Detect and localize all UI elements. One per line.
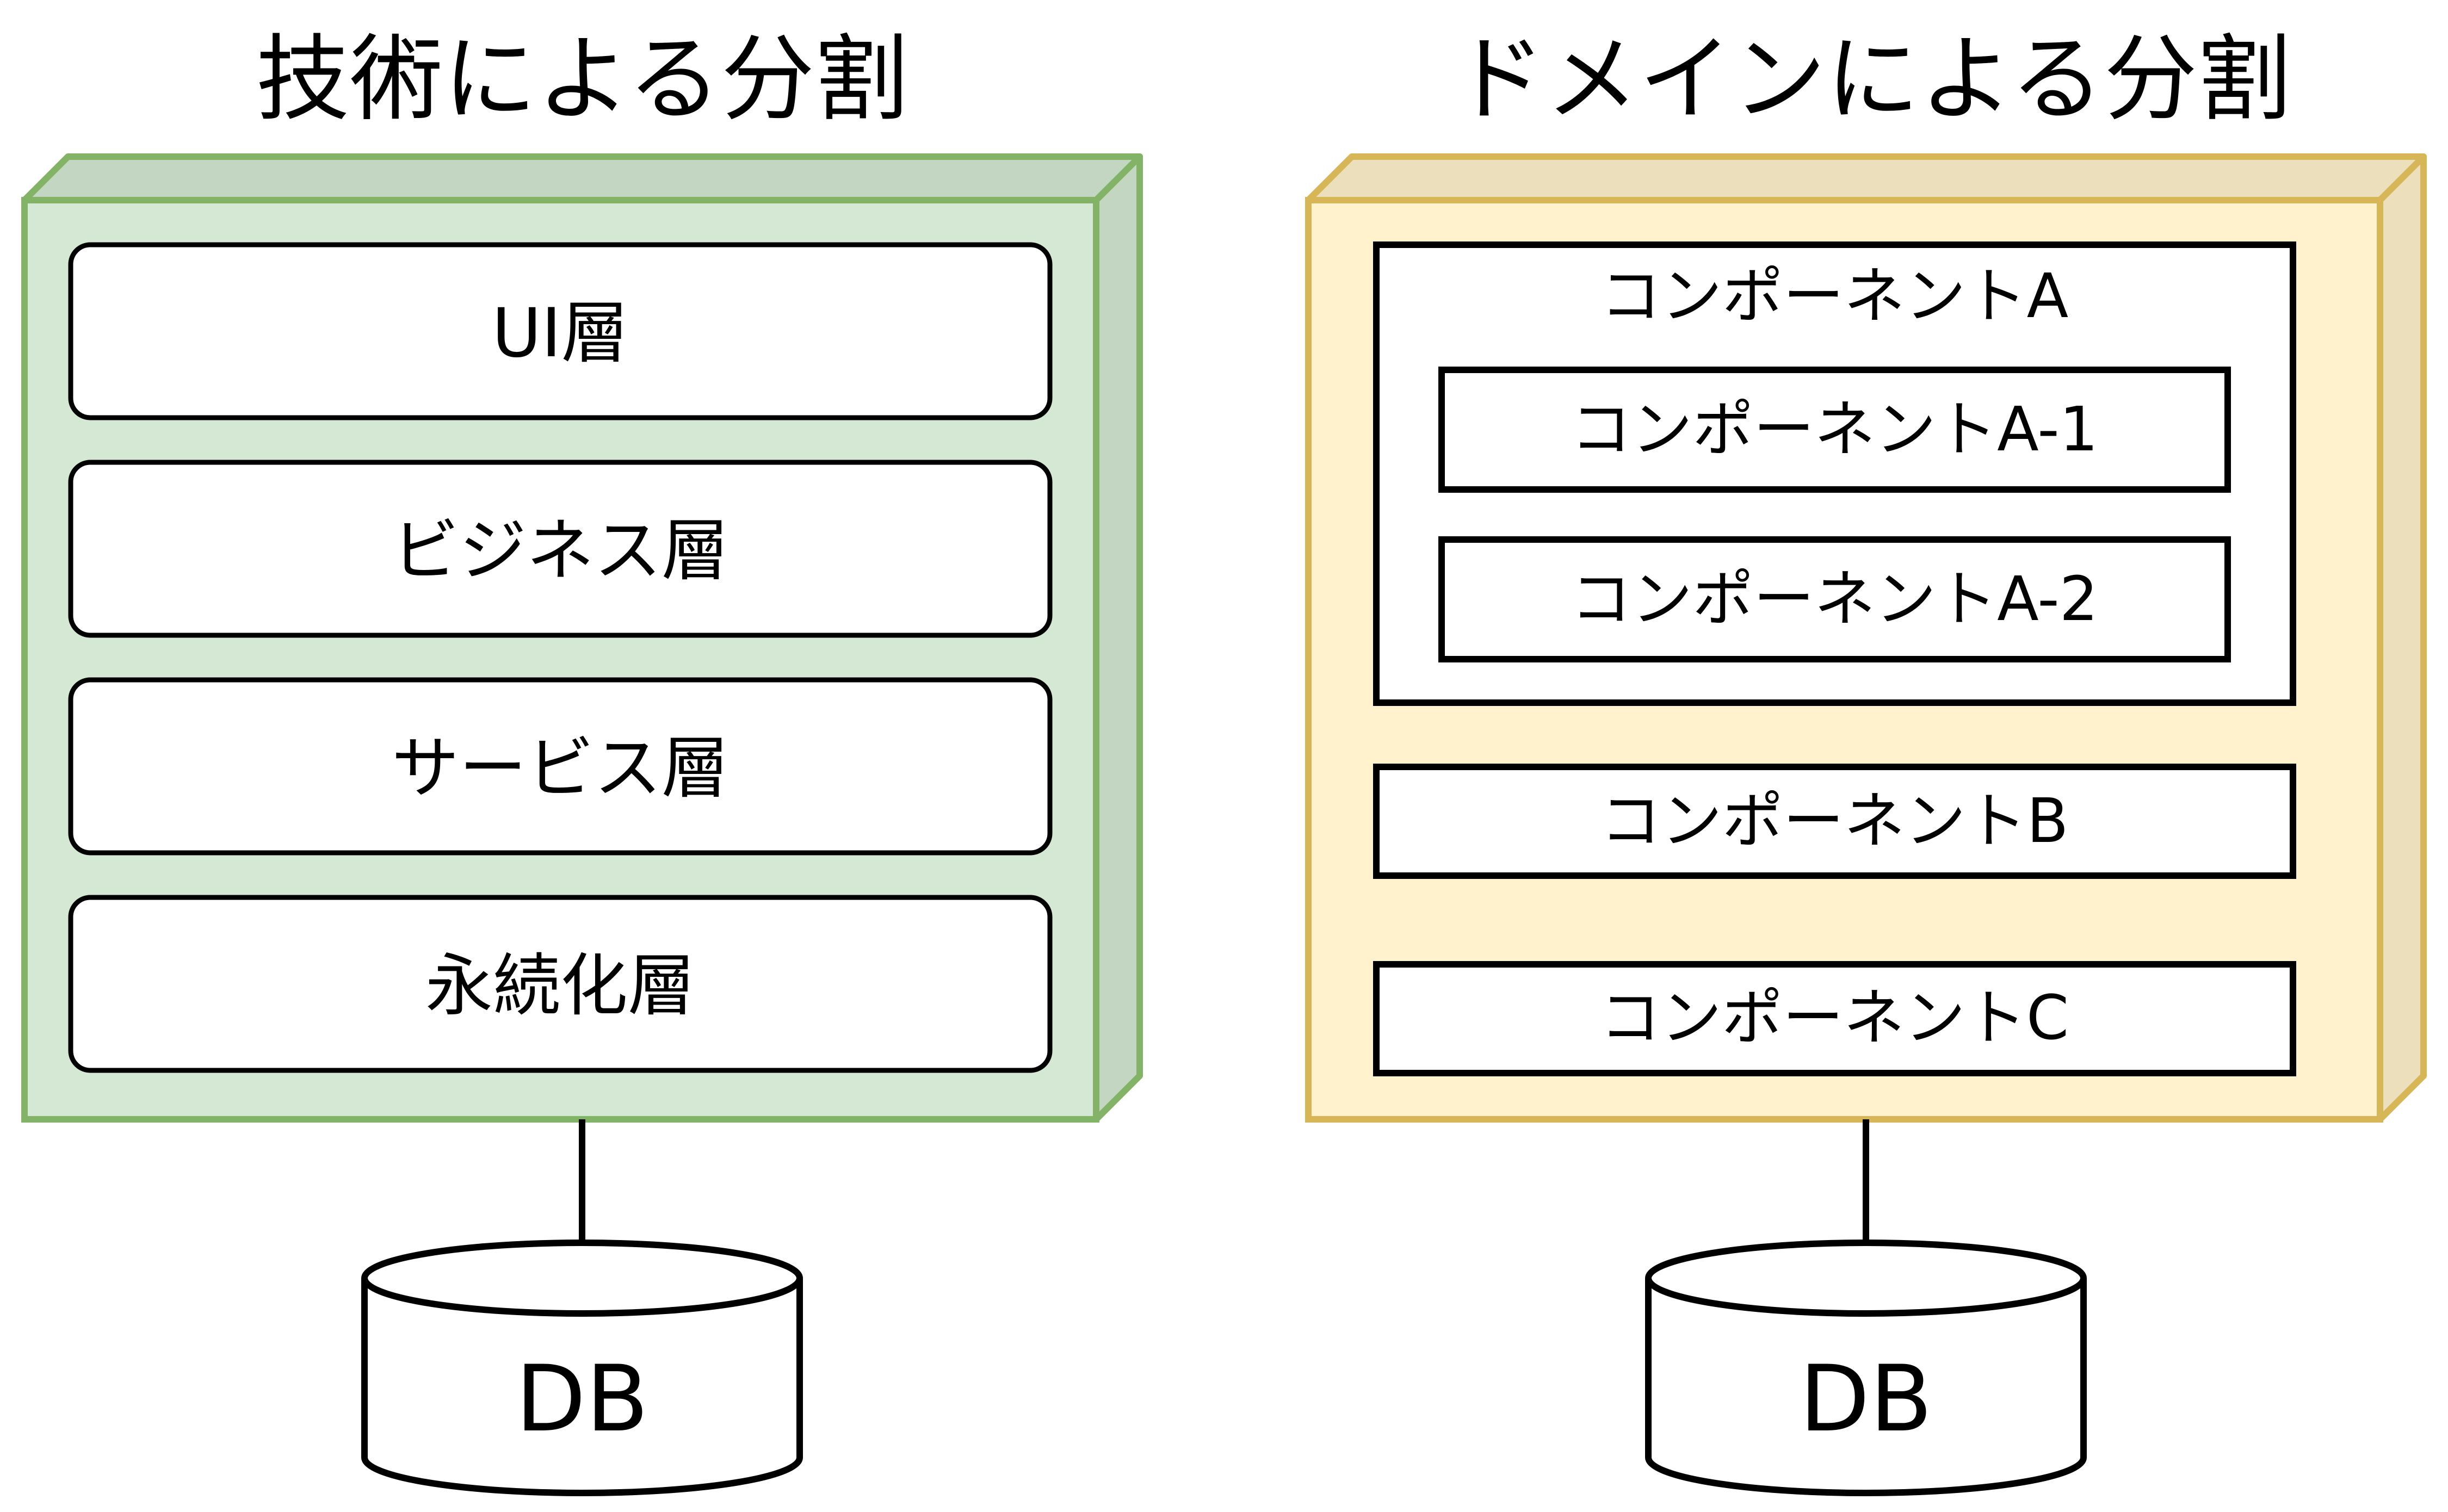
layer-label: サービス層: [392, 729, 729, 808]
component-b: コンポーネントB: [1373, 764, 2296, 879]
technical-layer-business: ビジネス層: [68, 460, 1053, 638]
domain-split-title: ドメインによる分割: [1452, 24, 2291, 134]
technical-block-side: [1093, 153, 1143, 1123]
domain-block-top: [1305, 153, 2427, 203]
technical-split-title: 技術による分割: [256, 24, 908, 134]
layer-label: ビジネス層: [392, 512, 729, 590]
component-b-label: コンポーネントB: [1600, 786, 2069, 857]
layer-box: [68, 460, 1053, 638]
technical-layer-service: サービス層: [68, 677, 1053, 856]
domain-database: DB: [1645, 1240, 2087, 1496]
component-c-label: コンポーネントC: [1600, 983, 2069, 1054]
database-label: DB: [1800, 1346, 1933, 1452]
layer-label: 永続化層: [425, 947, 695, 1025]
component-a: コンポーネントA コンポーネントA-1 コンポーネントA-2: [1373, 241, 2296, 706]
database-cylinder: [361, 1278, 803, 1496]
component-c: コンポーネントC: [1373, 961, 2296, 1076]
layer-box: [68, 677, 1053, 856]
layer-box: [68, 895, 1053, 1073]
component-b-box: [1373, 764, 2296, 879]
component-c-box: [1373, 961, 2296, 1076]
component-a-1-label: コンポーネントA-1: [1571, 394, 2098, 465]
technical-database: DB: [361, 1240, 803, 1496]
technical-split-panel: 技術による分割 UI層 ビジネス層 サービス層 永続化層 DB: [21, 24, 1143, 1496]
technical-layer-ui: UI層: [68, 242, 1053, 420]
layer-label: UI層: [492, 294, 628, 373]
component-a-2: コンポーネントA-2: [1438, 536, 2231, 662]
technical-layer-persistence: 永続化層: [68, 895, 1053, 1073]
component-a-2-label: コンポーネントA-2: [1571, 564, 2098, 635]
layer-box: [68, 242, 1053, 420]
component-a-1: コンポーネントA-1: [1438, 367, 2231, 493]
component-a-1-box: [1438, 367, 2231, 493]
database-label: DB: [516, 1346, 649, 1452]
technical-block-top: [21, 153, 1143, 203]
domain-split-panel: ドメインによる分割 コンポーネントA コンポーネントA-1 コンポーネントA-2…: [1305, 24, 2427, 1496]
component-a-label: コンポーネントA: [1600, 261, 2069, 332]
component-a-2-box: [1438, 536, 2231, 662]
database-cylinder: [1645, 1278, 2087, 1496]
database-top: [1645, 1240, 2087, 1317]
database-top: [361, 1240, 803, 1317]
domain-block-side: [2377, 153, 2427, 1123]
